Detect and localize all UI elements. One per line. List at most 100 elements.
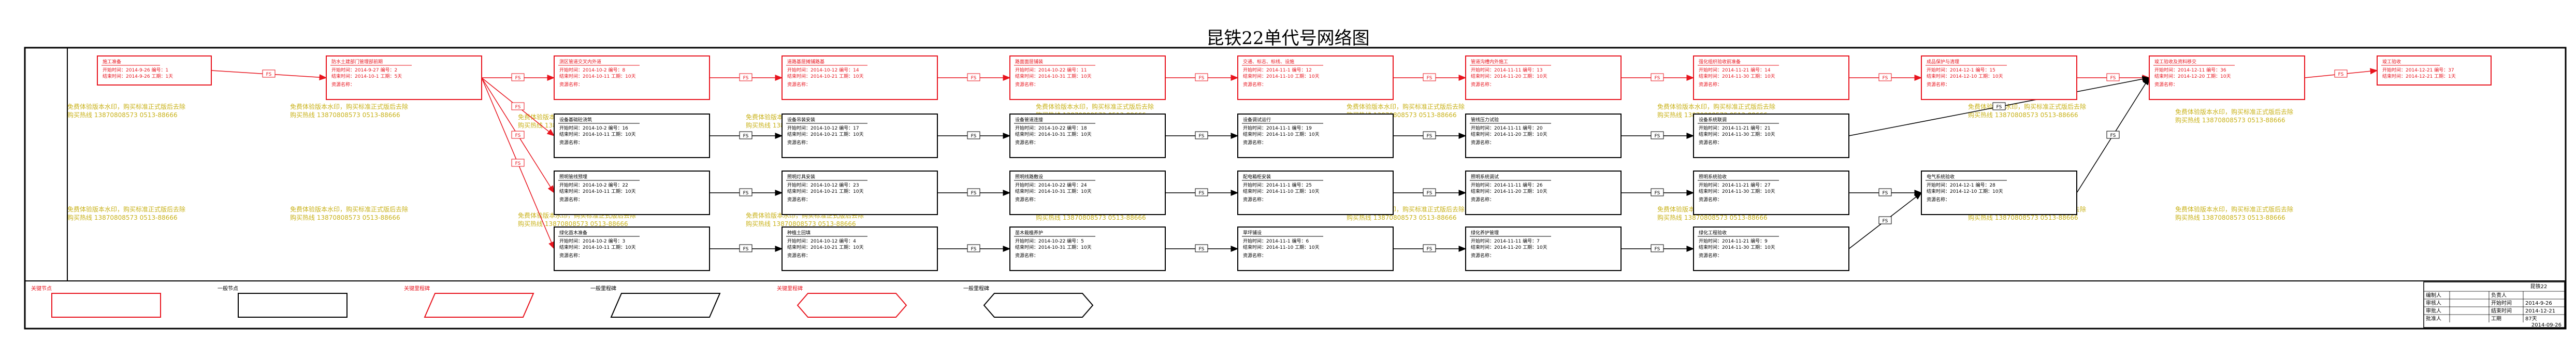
node-start: 开始时间：2014-12-1 编号：28 [1927, 182, 1995, 188]
node-start: 开始时间：2014-11-1 编号：19 [1243, 125, 1312, 131]
lag-label: FS [1655, 76, 1660, 81]
node-start: 开始时间：2014-11-11 编号：20 [1471, 125, 1543, 131]
lag-box [1423, 188, 1436, 196]
lag-box [2334, 69, 2348, 78]
lag-box [1423, 244, 1436, 252]
node-end: 结束时间：2014-10-11 工期：10天 [559, 244, 636, 250]
legend: 关键节点一般节点关键里程碑一般里程碑关键里程碑一般里程碑 [31, 285, 1094, 318]
node-start: 开始时间：2014-10-12 编号：17 [787, 125, 859, 131]
dependency-edge: FS [937, 131, 1011, 139]
title-block-key: 开始时间 [2491, 300, 2512, 306]
watermark-line: 免费体验版本水印，购买标准正式版后去除 [2175, 205, 2293, 213]
title-block-value: 2014-9-26 [2525, 301, 2552, 306]
node-box [1693, 226, 1849, 271]
node-start: 开始时间：2014-11-21 编号：9 [1699, 238, 1768, 244]
node-box [782, 171, 938, 215]
title-block-value: 2014-12-21 [2525, 308, 2555, 314]
title-block-value: 87天 [2525, 316, 2537, 322]
legend-label: 一般里程碑 [590, 285, 616, 292]
dependency-edge: FS [1393, 244, 1467, 252]
title-block-key: 批准人 [2426, 315, 2441, 322]
lag-box [511, 73, 525, 81]
node-title: 照明线路敷设 [1015, 174, 1043, 180]
lag-label: FS [2338, 72, 2344, 77]
node-box [1237, 114, 1394, 158]
node-resource: 资源名称： [1471, 196, 1494, 203]
lag-box [511, 102, 525, 110]
watermark-line: 购买热线 13870808573 0513-88666 [1657, 214, 1768, 221]
legend-label: 关键里程碑 [404, 285, 430, 292]
node-resource: 资源名称： [1015, 81, 1038, 88]
node-start: 开始时间：2014-10-22 编号：24 [1015, 182, 1087, 188]
watermark-line: 免费体验版本水印，购买标准正式版后去除 [2175, 108, 2293, 116]
node-title: 种植土回填 [787, 230, 811, 236]
node-end: 结束时间：2014-12-21 工期：1天 [2382, 73, 2456, 79]
node-box [782, 114, 938, 158]
node-start: 开始时间：2014-10-22 编号：18 [1015, 125, 1087, 131]
node-box [97, 55, 212, 86]
lag-box [1423, 73, 1436, 81]
node-end: 结束时间：2014-10-31 工期：10天 [1015, 73, 1092, 79]
node-resource: 资源名称： [559, 139, 583, 146]
dependency-edge: FS [1165, 131, 1239, 139]
node-box [1921, 171, 2077, 215]
lag-label: FS [2110, 76, 2116, 81]
legend-label: 一般里程碑 [963, 285, 989, 292]
legend-swatch [797, 293, 907, 318]
node-box [1693, 114, 1849, 158]
node-start: 开始时间：2014-11-21 编号：27 [1699, 182, 1771, 188]
dependency-edge: FS [937, 73, 1011, 81]
node-resource: 资源名称： [331, 81, 355, 88]
lag-label: FS [2110, 133, 2116, 138]
legend-swatch [51, 293, 161, 318]
dependency-edge: FS [1621, 131, 1695, 139]
node-end: 结束时间：2014-10-31 工期：10天 [1015, 244, 1092, 250]
lag-label: FS [1883, 219, 1888, 224]
node-end: 结束时间：2014-11-10 工期：10天 [1243, 188, 1320, 194]
lag-box [1195, 73, 1208, 81]
dependency-edge: FS [482, 73, 555, 81]
node-title: 管线压力试验 [1471, 117, 1499, 123]
node-end: 结束时间：2014-10-11 工期：10天 [559, 188, 636, 194]
node-box [1009, 171, 1166, 215]
node-box [1465, 171, 1622, 215]
dependency-edge: FS [937, 244, 1011, 252]
dependency-edge: FS [1165, 188, 1239, 196]
node-resource: 资源名称： [2154, 81, 2178, 88]
lag-label: FS [743, 191, 749, 196]
title-block-heading: 昆铁22 [2530, 283, 2548, 290]
watermark-line: 购买热线 13870808573 0513-88666 [1968, 214, 2078, 221]
node-end: 结束时间：2014-10-31 工期：10天 [1015, 188, 1092, 194]
lag-label: FS [743, 76, 749, 81]
